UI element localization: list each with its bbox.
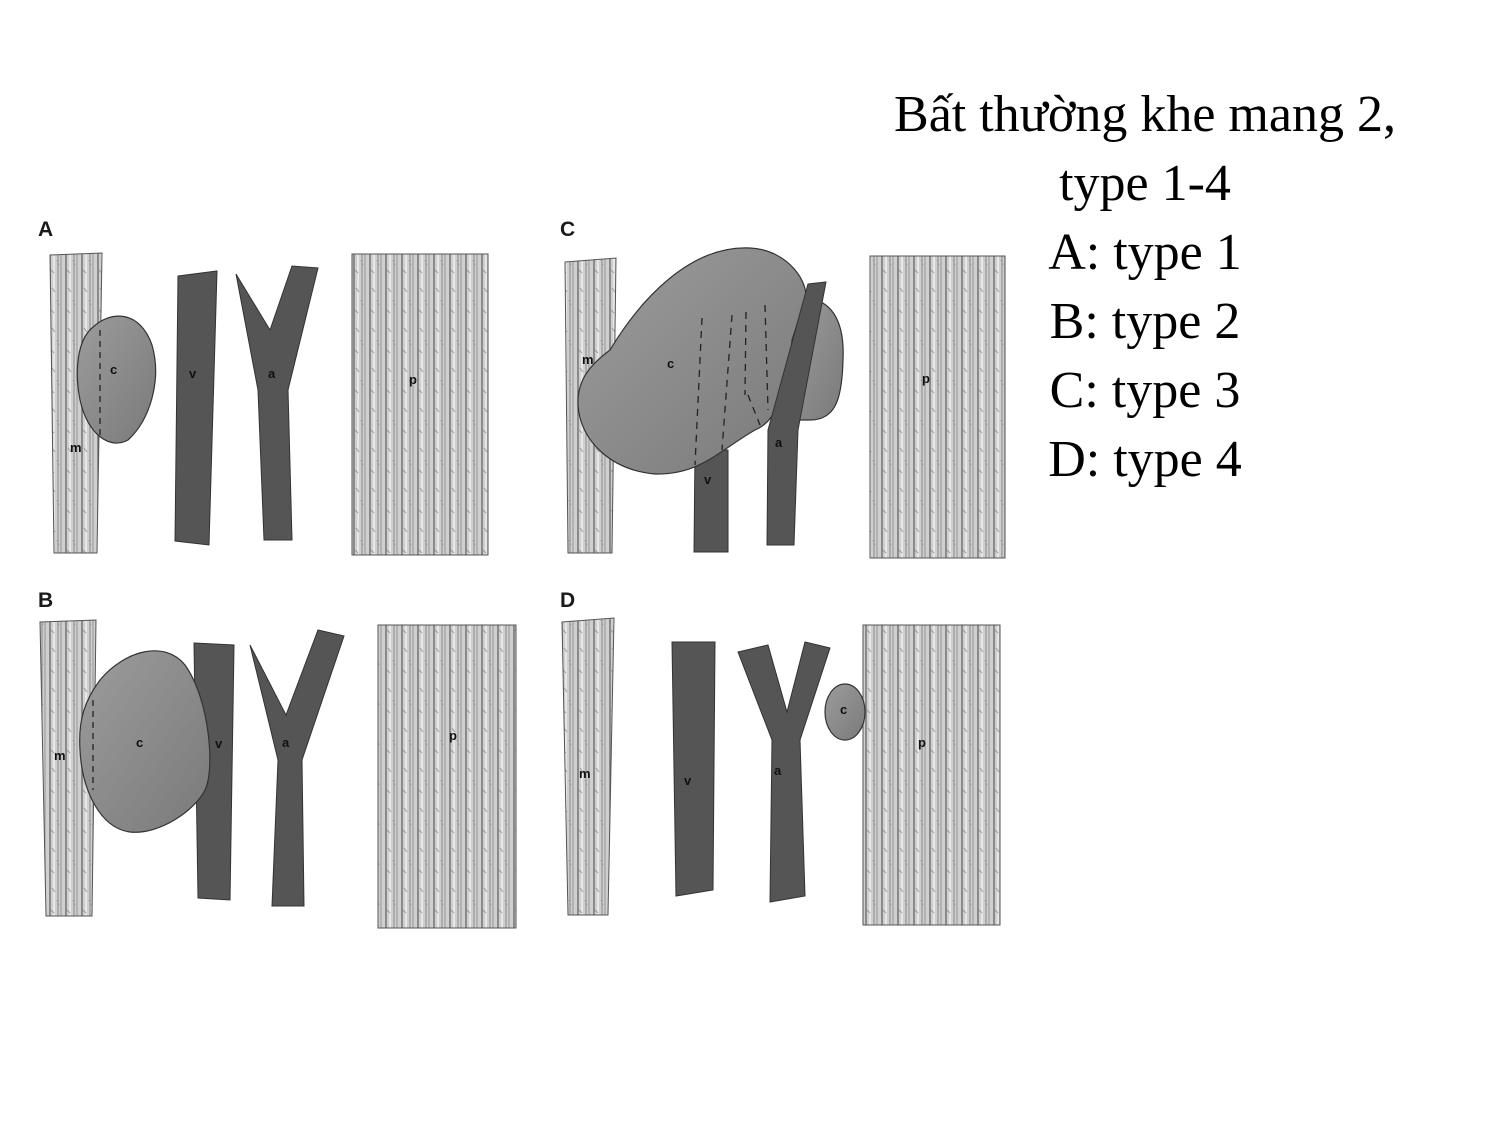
panel-d-label-v: v: [684, 773, 692, 788]
panel-c-muscle-p: [869, 255, 1006, 559]
panel-d-label-a: a: [774, 763, 782, 778]
panel-c-label-v: v: [704, 472, 712, 487]
panel-b-label-p: p: [449, 728, 457, 743]
panel-b-label-m: m: [54, 748, 66, 763]
panel-a: A c m v a p: [38, 218, 489, 556]
panel-b-vein: [193, 642, 235, 901]
panel-b-label-a: a: [282, 735, 290, 750]
panel-a-label-a: a: [268, 366, 276, 381]
panel-c-label-p: p: [922, 371, 930, 386]
panel-a-label-p: p: [409, 372, 417, 387]
caption-title-line2: type 1-4: [1059, 155, 1231, 212]
panel-d-label-m: m: [579, 766, 591, 781]
panel-d-cyst: [824, 683, 866, 741]
panel-d: D c m v a p: [560, 589, 1001, 926]
branchial-cleft-figure: A c m v a p B c m v a p C: [38, 218, 1006, 929]
panel-b-muscle-p: [377, 624, 517, 929]
panel-b-label-v: v: [215, 736, 223, 751]
panel-a-cyst: [76, 315, 157, 444]
panel-a-artery: [235, 265, 319, 541]
panel-c: C c m v a p: [560, 218, 1006, 559]
panel-c-label-m: m: [582, 352, 594, 367]
panel-a-muscle-p: [351, 253, 489, 556]
panel-b-label-c: c: [136, 735, 143, 750]
panel-a-muscle-m: [49, 252, 103, 554]
panel-c-artery: [766, 281, 827, 546]
panel-d-artery: [737, 641, 831, 903]
panel-d-muscle-m: [561, 617, 615, 916]
panel-d-label-c: c: [840, 702, 847, 717]
caption-item-b: B: type 2: [1049, 293, 1241, 350]
panel-b-letter: B: [38, 589, 53, 612]
panel-c-label-c: c: [667, 356, 674, 371]
panel-a-label-c: c: [110, 362, 117, 377]
panel-d-muscle-p: [862, 624, 1001, 926]
caption: Bất thường khe mang 2, type 1-4 A: type …: [830, 80, 1460, 494]
caption-item-a: A: type 1: [1048, 224, 1242, 281]
caption-item-c: C: type 3: [1049, 362, 1241, 419]
panel-d-vein: [671, 641, 716, 897]
panel-a-vein: [174, 270, 218, 546]
panel-b-cyst: [79, 650, 211, 833]
panel-a-label-v: v: [189, 366, 197, 381]
panel-b: B c m v a p: [38, 589, 517, 929]
panel-c-tract: [694, 304, 769, 466]
panel-c-cyst: [577, 247, 807, 475]
panel-a-label-m: m: [70, 440, 82, 455]
panel-a-letter: A: [38, 218, 53, 241]
panel-b-muscle-m: [39, 619, 97, 917]
caption-title-line1: Bất thường khe mang 2,: [894, 86, 1396, 143]
panel-c-label-a: a: [775, 435, 783, 450]
panel-c-letter: C: [560, 218, 575, 241]
panel-d-letter: D: [560, 589, 575, 612]
panel-d-label-p: p: [918, 735, 926, 750]
caption-item-d: D: type 4: [1048, 431, 1242, 488]
panel-b-artery: [249, 629, 345, 907]
